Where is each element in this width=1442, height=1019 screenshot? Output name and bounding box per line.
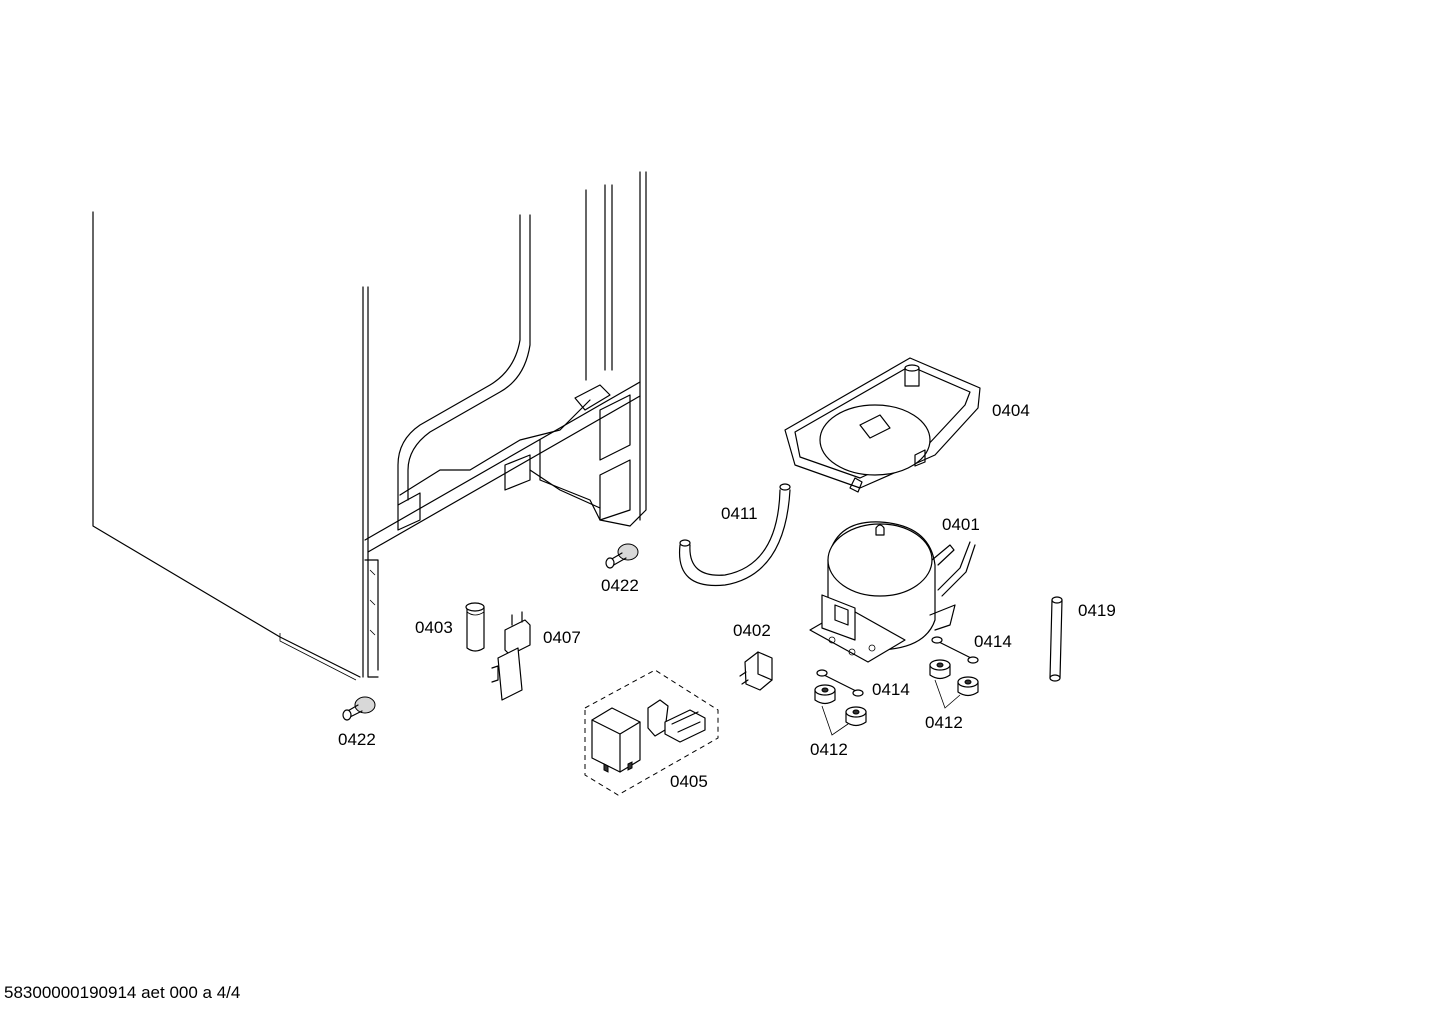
hose-0411 — [678, 483, 791, 587]
bracket-0407 — [491, 611, 531, 701]
callout-0414-lower: 0414 — [872, 680, 910, 699]
kit-0405 — [584, 669, 719, 796]
clip-0414-upper — [931, 636, 979, 664]
callout-0412-right: 0412 — [925, 713, 963, 732]
relay-0402 — [739, 651, 773, 691]
leveling-foot-left — [342, 696, 376, 721]
callout-0405: 0405 — [670, 772, 708, 791]
callout-0411: 0411 — [721, 504, 758, 523]
drip-tray-0404 — [784, 357, 981, 493]
callout-0422-left: 0422 — [338, 730, 376, 749]
tube-0419 — [1049, 596, 1063, 682]
leveling-foot-right — [605, 543, 639, 569]
callout-0403: 0403 — [415, 618, 453, 637]
callout-0402: 0402 — [733, 621, 771, 640]
callout-0422-right: 0422 — [601, 576, 639, 595]
grommets-0412-left — [814, 684, 867, 736]
grommets-0412-right — [929, 659, 979, 709]
compressor-0401 — [809, 521, 976, 663]
callout-0412-left: 0412 — [810, 740, 848, 759]
document-footer: 58300000190914 aet 000 a 4/4 — [4, 983, 241, 1002]
callout-0407: 0407 — [543, 628, 581, 647]
callout-0404: 0404 — [992, 401, 1030, 420]
capacitor-0403 — [465, 602, 485, 652]
callout-0401: 0401 — [942, 515, 980, 534]
appliance-cabinet — [92, 171, 647, 681]
callout-0414-upper: 0414 — [974, 632, 1012, 651]
callout-0419: 0419 — [1078, 601, 1116, 620]
clip-0414-lower — [816, 669, 864, 697]
